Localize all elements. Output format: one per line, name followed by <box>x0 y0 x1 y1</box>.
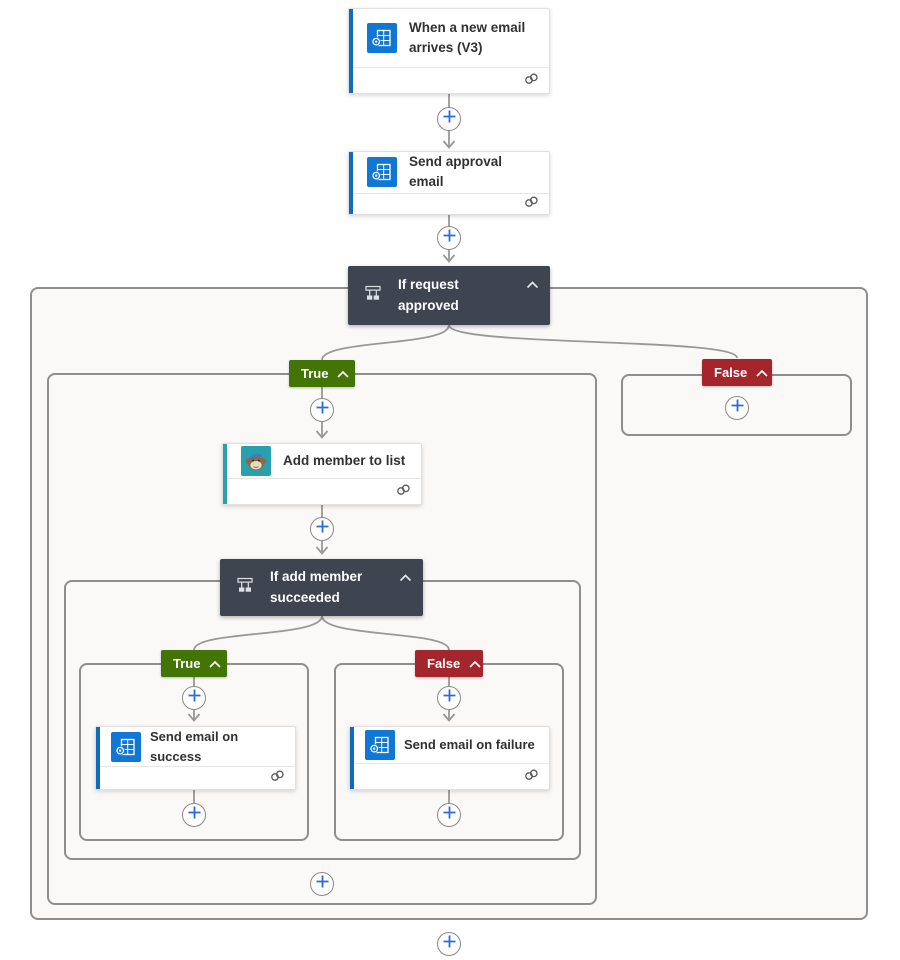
card-title: Send approval email <box>409 154 503 190</box>
card-accent-bar <box>223 444 227 504</box>
connection-icon <box>524 72 539 90</box>
chevron-up-icon[interactable] <box>469 656 481 671</box>
inner-true-branch-badge[interactable]: True <box>161 650 227 677</box>
plus-icon <box>316 401 329 419</box>
condition-title: If add member succeeded <box>270 569 363 605</box>
connection-icon <box>524 768 539 786</box>
mailchimp-icon <box>241 446 271 476</box>
add-action-button[interactable] <box>310 872 334 896</box>
add-action-button[interactable] <box>437 932 461 956</box>
insert-step-button[interactable] <box>310 398 334 422</box>
plus-icon <box>188 806 201 824</box>
card-accent-bar <box>349 9 353 93</box>
outlook-icon <box>367 23 397 53</box>
branch-label: False <box>714 365 748 380</box>
plus-icon <box>443 689 456 707</box>
plus-icon <box>731 399 744 417</box>
chevron-up-icon[interactable] <box>756 365 768 380</box>
card-title: Add member to list <box>283 452 406 468</box>
action-card-send-email-on-failure[interactable]: Send email on failure <box>349 726 550 790</box>
plus-icon <box>443 229 456 247</box>
insert-step-button[interactable] <box>437 226 461 250</box>
add-action-button[interactable] <box>437 803 461 827</box>
add-action-button-false-branch[interactable] <box>725 396 749 420</box>
action-card-send-email-on-success[interactable]: Send email on success <box>95 726 296 790</box>
condition-icon <box>363 285 383 307</box>
plus-icon <box>188 689 201 707</box>
chevron-up-icon[interactable] <box>399 569 412 587</box>
condition-title: If request approved <box>398 277 459 313</box>
inner-false-branch-badge[interactable]: False <box>415 650 483 677</box>
plus-icon <box>443 935 456 953</box>
chevron-up-icon[interactable] <box>526 276 539 294</box>
card-title: When a new email arrives (V3) <box>409 19 526 55</box>
plus-icon <box>316 520 329 538</box>
card-title: Send email on success <box>150 729 239 764</box>
true-branch-badge[interactable]: True <box>289 360 355 387</box>
false-branch-badge[interactable]: False <box>702 359 772 386</box>
insert-step-button[interactable] <box>310 517 334 541</box>
trigger-card-when-new-email-arrives[interactable]: When a new email arrives (V3) <box>348 8 550 94</box>
action-card-add-member-to-list[interactable]: Add member to list <box>222 443 422 505</box>
card-accent-bar <box>349 152 353 214</box>
chevron-up-icon[interactable] <box>209 656 222 671</box>
connection-icon <box>396 483 411 501</box>
outlook-icon <box>111 731 141 762</box>
branch-label: True <box>301 366 329 381</box>
condition-icon <box>235 577 255 599</box>
plus-icon <box>443 806 456 824</box>
insert-step-button[interactable] <box>437 107 461 131</box>
connection-icon <box>270 769 285 787</box>
outlook-icon <box>365 730 395 760</box>
insert-step-button[interactable] <box>437 686 461 710</box>
card-title: Send email on failure <box>404 737 535 753</box>
condition-card-if-add-member-succeeded[interactable]: If add member succeeded <box>220 559 423 616</box>
add-action-button[interactable] <box>182 803 206 827</box>
action-card-send-approval-email[interactable]: Send approval email <box>348 151 550 215</box>
outlook-icon <box>367 157 397 188</box>
insert-step-button[interactable] <box>182 686 206 710</box>
branch-label: True <box>173 656 201 671</box>
connection-icon <box>524 195 539 213</box>
plus-icon <box>443 110 456 128</box>
condition-card-if-request-approved[interactable]: If request approved <box>348 266 550 325</box>
card-accent-bar <box>350 727 354 789</box>
chevron-up-icon[interactable] <box>337 366 350 381</box>
branch-label: False <box>427 656 461 671</box>
plus-icon <box>316 875 329 893</box>
card-accent-bar <box>96 727 100 789</box>
